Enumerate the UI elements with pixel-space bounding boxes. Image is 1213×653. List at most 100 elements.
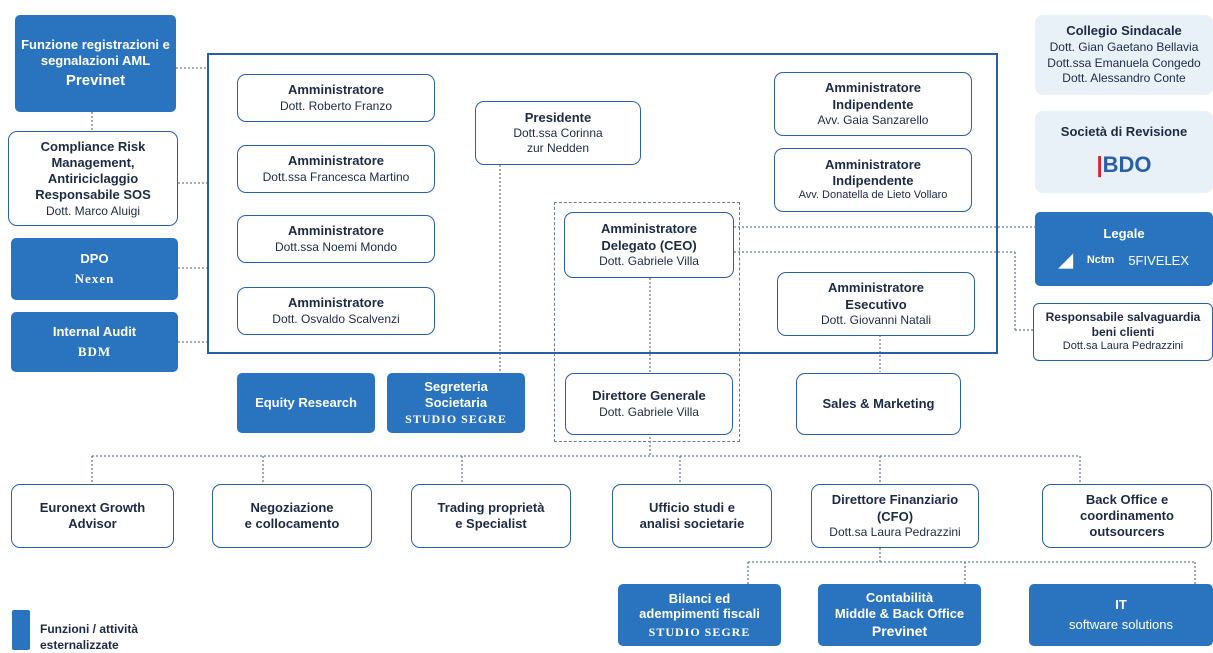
independent-title-line2: Indipendente <box>832 96 914 112</box>
studio-segre-logo: STUDIO SEGRE <box>405 412 507 427</box>
bottom-unit-title-line1: Back Office e <box>1085 491 1169 507</box>
admin-name: Dott.ssa Francesca Martino <box>262 169 410 184</box>
admin-name: Dott. Osvaldo Scalvenzi <box>272 311 400 326</box>
fivelex-logo: 5FIVELEX <box>1128 253 1190 268</box>
independent-admin-box: Amministratore Indipendente Avv. Gaia Sa… <box>774 72 972 136</box>
bottom-unit-title-line2: analisi societarie <box>639 516 745 531</box>
bottom-unit-title-line1: Trading proprietà <box>437 499 545 515</box>
ceo-name: Dott. Gabriele Villa <box>599 253 699 268</box>
cfo-title-line1: Direttore Finanziario <box>831 492 959 508</box>
internal-audit-box: Internal Audit BDM <box>11 312 178 372</box>
legend-label: Funzioni / attività esternalizzate <box>40 622 138 653</box>
nctm-logo: Nctm <box>1086 254 1115 267</box>
bottom-unit-title-line1: Negoziazione <box>250 499 334 515</box>
cfo-title-line2: (CFO) <box>876 508 914 524</box>
legend-line2: esternalizzate <box>40 637 119 652</box>
presidente-title: Presidente <box>524 109 592 125</box>
executive-name: Dott. Giovanni Natali <box>820 312 932 327</box>
collegio-member: Dott.ssa Emanuela Congedo <box>1047 55 1201 70</box>
admin-title: Amministratore <box>287 82 385 98</box>
sales-marketing-box: Sales & Marketing <box>796 373 961 435</box>
salvaguardia-name: Dott.sa Laura Pedrazzini <box>1062 340 1184 353</box>
executive-dashed-frame <box>554 202 740 442</box>
internal-audit-title: Internal Audit <box>52 324 137 340</box>
segreteria-title-line2: Societaria <box>424 394 488 410</box>
admin-box: Amministratore Dott. Osvaldo Scalvenzi <box>237 287 435 335</box>
cfo-box: Direttore Finanziario (CFO) Dott.sa Laur… <box>811 484 979 548</box>
bottom-unit-box: Negoziazione e collocamento <box>212 484 372 548</box>
admin-title: Amministratore <box>287 153 385 169</box>
presidente-box: Presidente Dott.ssa Corinna zur Nedden <box>475 101 641 165</box>
bottom-unit-title-line2: e collocamento <box>244 516 340 531</box>
collegio-sindacale-box: Collegio Sindacale Dott. Gian Gaetano Be… <box>1035 15 1213 95</box>
collegio-member: Dott. Gian Gaetano Bellavia <box>1049 40 1199 55</box>
bottom-unit-title-line2: Advisor <box>68 516 117 531</box>
bottom-unit-title-line2: coordinamento <box>1080 507 1174 523</box>
aml-function-box: Funzione registrazioni e segnalazioni AM… <box>15 15 176 112</box>
compliance-name: Dott. Marco Aluigi <box>45 203 141 218</box>
compliance-title: Compliance Risk Management, Antiriciclag… <box>35 138 151 203</box>
executive-title-line2: Esecutivo <box>845 296 907 312</box>
executive-title-line1: Amministratore <box>827 280 925 296</box>
software-solutions-logo: software solutions <box>1068 617 1174 632</box>
ceo-box: Amministratore Delegato (CEO) Dott. Gabr… <box>564 212 734 278</box>
nexen-logo: Nexen <box>74 271 115 286</box>
segreteria-societaria-box: Segreteria Societaria STUDIO SEGRE <box>387 373 525 433</box>
segreteria-title-line1: Segreteria <box>424 379 488 395</box>
salvaguardia-box: Responsabile salvaguardia beni clienti D… <box>1033 303 1213 361</box>
independent-title-line2: Indipendente <box>832 173 914 189</box>
collegio-member: Dott. Alessandro Conte <box>1062 71 1186 86</box>
contabilita-box: Contabilità Middle & Back Office Previne… <box>818 584 981 646</box>
previnet-logo: Previnet <box>65 72 126 90</box>
bottom-unit-title-line2: e Specialist <box>455 516 527 531</box>
legale-box: Legale ◢ Nctm 5FIVELEX <box>1035 212 1213 286</box>
cfo-name: Dott.sa Laura Pedrazzini <box>829 524 961 539</box>
independent-admin-box: Amministratore Indipendente Avv. Donatel… <box>774 148 972 212</box>
bottom-unit-box: Back Office e coordinamento outsourcers <box>1042 484 1212 548</box>
bottom-unit-box: Ufficio studi e analisi societarie <box>612 484 772 548</box>
collegio-title: Collegio Sindacale <box>1066 23 1182 39</box>
compliance-box: Compliance Risk Management, Antiriciclag… <box>8 131 178 226</box>
bilanci-title-line2: adempimenti fiscali <box>639 606 760 622</box>
independent-title-line1: Amministratore <box>824 156 922 172</box>
bilanci-title-line1: Bilanci ed <box>668 590 731 606</box>
direttore-generale-box: Direttore Generale Dott. Gabriele Villa <box>565 373 733 435</box>
admin-title: Amministratore <box>287 223 385 239</box>
previnet-logo: Previnet <box>871 623 928 640</box>
bdo-logo: |BDO <box>1096 152 1152 178</box>
sales-title: Sales & Marketing <box>822 395 935 411</box>
dg-name: Dott. Gabriele Villa <box>599 404 699 419</box>
bottom-unit-title-line3: outsourcers <box>1089 524 1165 540</box>
legale-title: Legale <box>1103 226 1145 242</box>
legend-line1: Funzioni / attività <box>40 622 138 636</box>
admin-title: Amministratore <box>287 295 385 311</box>
equity-research-title: Equity Research <box>255 395 357 411</box>
dg-title: Direttore Generale <box>592 388 706 404</box>
bdm-logo: BDM <box>77 344 112 359</box>
ceo-title-line2: Delegato (CEO) <box>601 237 697 253</box>
bottom-unit-title-line1: Euronext Growth <box>39 499 146 515</box>
legend-swatch <box>12 610 30 650</box>
nctm-icon: ◢ <box>1058 250 1073 270</box>
ceo-title-line1: Amministratore <box>600 221 698 237</box>
admin-box: Amministratore Dott.ssa Francesca Martin… <box>237 145 435 193</box>
admin-box: Amministratore Dott.ssa Noemi Mondo <box>237 215 435 263</box>
independent-title-line1: Amministratore <box>824 80 922 96</box>
board-frame <box>207 53 998 354</box>
studio-segre-logo: STUDIO SEGRE <box>648 624 751 639</box>
admin-box: Amministratore Dott. Roberto Franzo <box>237 74 435 122</box>
dpo-title: DPO <box>80 251 109 267</box>
bottom-unit-title-line1: Ufficio studi e <box>649 499 735 515</box>
contabilita-title-line2: Middle & Back Office <box>834 605 965 621</box>
legale-logos: ◢ Nctm 5FIVELEX <box>1059 250 1189 272</box>
bottom-unit-box: Euronext Growth Advisor <box>11 484 174 548</box>
admin-name: Dott.ssa Noemi Mondo <box>274 239 398 254</box>
revisione-box: Società di Revisione |BDO <box>1035 111 1213 193</box>
presidente-name-line1: Dott.ssa Corinna <box>513 126 603 141</box>
revisione-title: Società di Revisione <box>1060 124 1188 140</box>
aml-title: Funzione registrazioni e segnalazioni AM… <box>21 36 170 68</box>
salvaguardia-title-line2: beni clienti <box>1091 325 1155 340</box>
it-box: IT software solutions <box>1029 584 1213 646</box>
admin-name: Dott. Roberto Franzo <box>279 98 393 113</box>
